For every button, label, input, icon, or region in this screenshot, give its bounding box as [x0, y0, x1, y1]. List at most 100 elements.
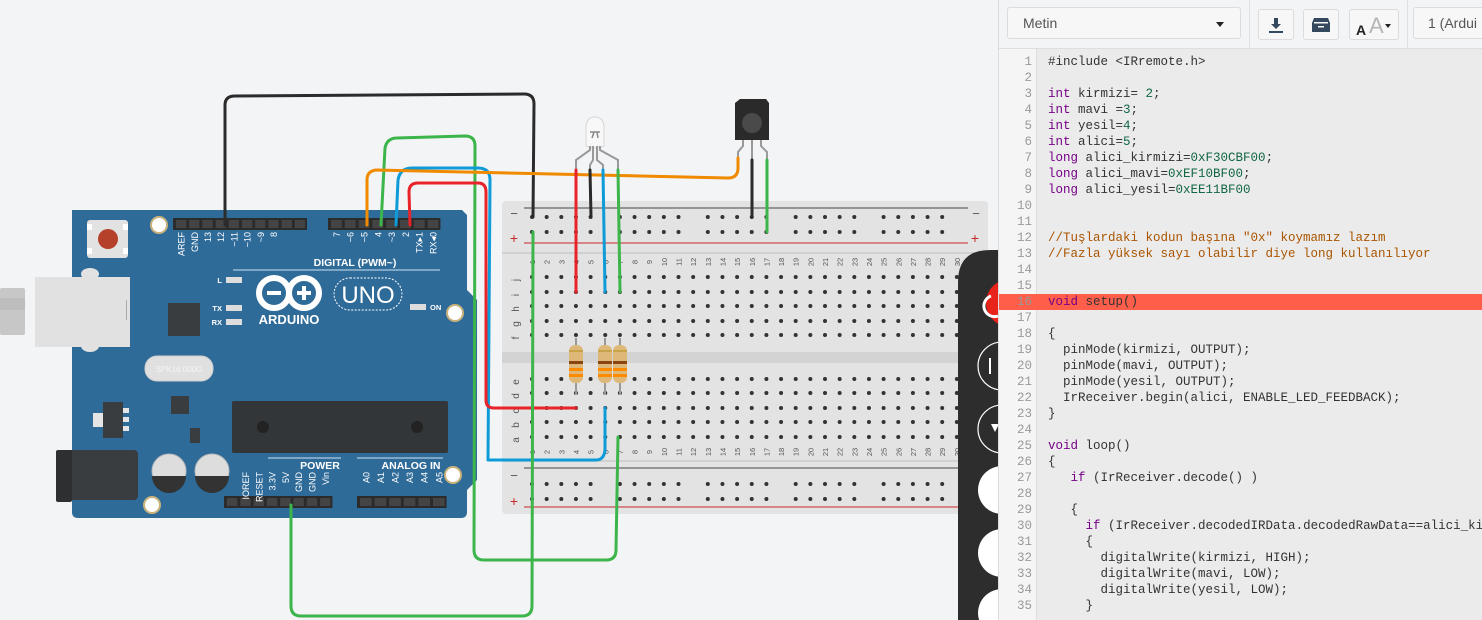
rail-hole[interactable] [808, 497, 813, 501]
wire-red[interactable] [407, 181, 578, 410]
code-line[interactable]: 15 [999, 278, 1482, 294]
breadboard-hole[interactable] [954, 391, 959, 395]
rail-hole[interactable] [544, 497, 549, 501]
header-pin[interactable] [240, 498, 251, 506]
breadboard-hole[interactable] [896, 420, 901, 424]
breadboard-hole[interactable] [896, 406, 901, 410]
rail-hole[interactable] [881, 230, 886, 234]
breadboard-hole[interactable] [720, 406, 725, 410]
breadboard-hole[interactable] [866, 290, 871, 294]
code-line[interactable]: 19 pinMode(kirmizi, OUTPUT); [999, 342, 1482, 358]
code-line[interactable]: 31 { [999, 534, 1482, 550]
breadboard-hole[interactable] [544, 435, 549, 439]
rail-hole[interactable] [661, 497, 666, 501]
breadboard-hole[interactable] [544, 304, 549, 308]
breadboard-hole[interactable] [632, 333, 637, 337]
breadboard-hole[interactable] [632, 319, 637, 323]
breadboard-hole[interactable] [808, 333, 813, 337]
breadboard-hole[interactable] [735, 304, 740, 308]
breadboard-hole[interactable] [573, 435, 578, 439]
breadboard-hole[interactable] [691, 377, 696, 381]
breadboard-hole[interactable] [544, 391, 549, 395]
breadboard-hole[interactable] [852, 435, 857, 439]
header-pin[interactable] [202, 220, 213, 228]
breadboard-hole[interactable] [925, 406, 930, 410]
breadboard-hole[interactable] [793, 290, 798, 294]
breadboard-hole[interactable] [808, 319, 813, 323]
breadboard-hole[interactable] [647, 333, 652, 337]
header-pin[interactable] [427, 220, 439, 228]
rail-hole[interactable] [632, 215, 637, 219]
rail-hole[interactable] [617, 497, 622, 501]
breadboard-hole[interactable] [881, 420, 886, 424]
rail-hole[interactable] [705, 497, 710, 501]
breadboard-hole[interactable] [764, 333, 769, 337]
rail-hole[interactable] [676, 215, 681, 219]
breadboard-hole[interactable] [866, 319, 871, 323]
rail-hole[interactable] [793, 215, 798, 219]
rail-hole[interactable] [559, 482, 564, 486]
circuit-canvas[interactable]: SPK16.000G [0, 0, 998, 620]
breadboard-hole[interactable] [779, 377, 784, 381]
rail-hole[interactable] [925, 482, 930, 486]
breadboard-hole[interactable] [647, 290, 652, 294]
breadboard-hole[interactable] [940, 304, 945, 308]
breadboard-hole[interactable] [896, 435, 901, 439]
ir-remote[interactable] [958, 250, 998, 620]
breadboard-hole[interactable] [779, 333, 784, 337]
rail-hole[interactable] [823, 230, 827, 234]
breadboard-hole[interactable] [676, 333, 681, 337]
header-pin[interactable] [189, 220, 200, 228]
breadboard-hole[interactable] [691, 319, 696, 323]
breadboard-hole[interactable] [764, 391, 769, 395]
wire-5v[interactable] [289, 230, 535, 618]
code-line[interactable]: 2 [999, 70, 1482, 86]
breadboard-hole[interactable] [837, 304, 842, 308]
breadboard-hole[interactable] [617, 319, 622, 323]
breadboard-hole[interactable] [764, 304, 769, 308]
header-pin[interactable] [374, 498, 387, 506]
breadboard-hole[interactable] [925, 333, 930, 337]
header-pin[interactable] [268, 220, 279, 228]
breadboard-hole[interactable] [910, 420, 915, 424]
rail-hole[interactable] [808, 482, 813, 486]
header-pin[interactable] [293, 498, 304, 506]
rail-hole[interactable] [910, 482, 915, 486]
breadboard-hole[interactable] [808, 406, 813, 410]
breadboard-hole[interactable] [749, 435, 754, 439]
breadboard-hole[interactable] [925, 377, 930, 381]
rail-hole[interactable] [925, 230, 930, 234]
breadboard-hole[interactable] [603, 319, 608, 323]
breadboard-hole[interactable] [910, 319, 915, 323]
breadboard-hole[interactable] [896, 391, 901, 395]
download-code-button[interactable] [1258, 9, 1294, 40]
rail-hole[interactable] [720, 230, 725, 234]
rail-hole[interactable] [837, 482, 842, 486]
breadboard-hole[interactable] [896, 290, 901, 294]
breadboard-hole[interactable] [588, 406, 593, 410]
code-line[interactable]: 29 { [999, 502, 1482, 518]
rail-hole[interactable] [764, 482, 769, 486]
rail-hole[interactable] [910, 497, 915, 501]
breadboard-hole[interactable] [852, 420, 857, 424]
resistor[interactable] [569, 338, 583, 395]
rail-hole[interactable] [588, 230, 593, 234]
breadboard-hole[interactable] [647, 406, 652, 410]
breadboard-hole[interactable] [793, 377, 798, 381]
header-pin[interactable] [281, 220, 292, 228]
breadboard-hole[interactable] [735, 377, 740, 381]
breadboard-hole[interactable] [676, 275, 681, 279]
breadboard-hole[interactable] [940, 391, 945, 395]
breadboard-hole[interactable] [837, 435, 842, 439]
ir-receiver[interactable] [735, 99, 769, 160]
breadboard-hole[interactable] [925, 420, 930, 424]
breadboard-hole[interactable] [647, 420, 652, 424]
breadboard-hole[interactable] [573, 333, 578, 337]
breadboard-hole[interactable] [881, 319, 886, 323]
breadboard-hole[interactable] [764, 377, 769, 381]
code-line[interactable]: 21 pinMode(yesil, OUTPUT); [999, 374, 1482, 390]
breadboard-hole[interactable] [852, 391, 857, 395]
remote-number-button[interactable] [978, 529, 998, 577]
rail-hole[interactable] [676, 482, 681, 486]
code-line[interactable]: 35 } [999, 598, 1482, 614]
